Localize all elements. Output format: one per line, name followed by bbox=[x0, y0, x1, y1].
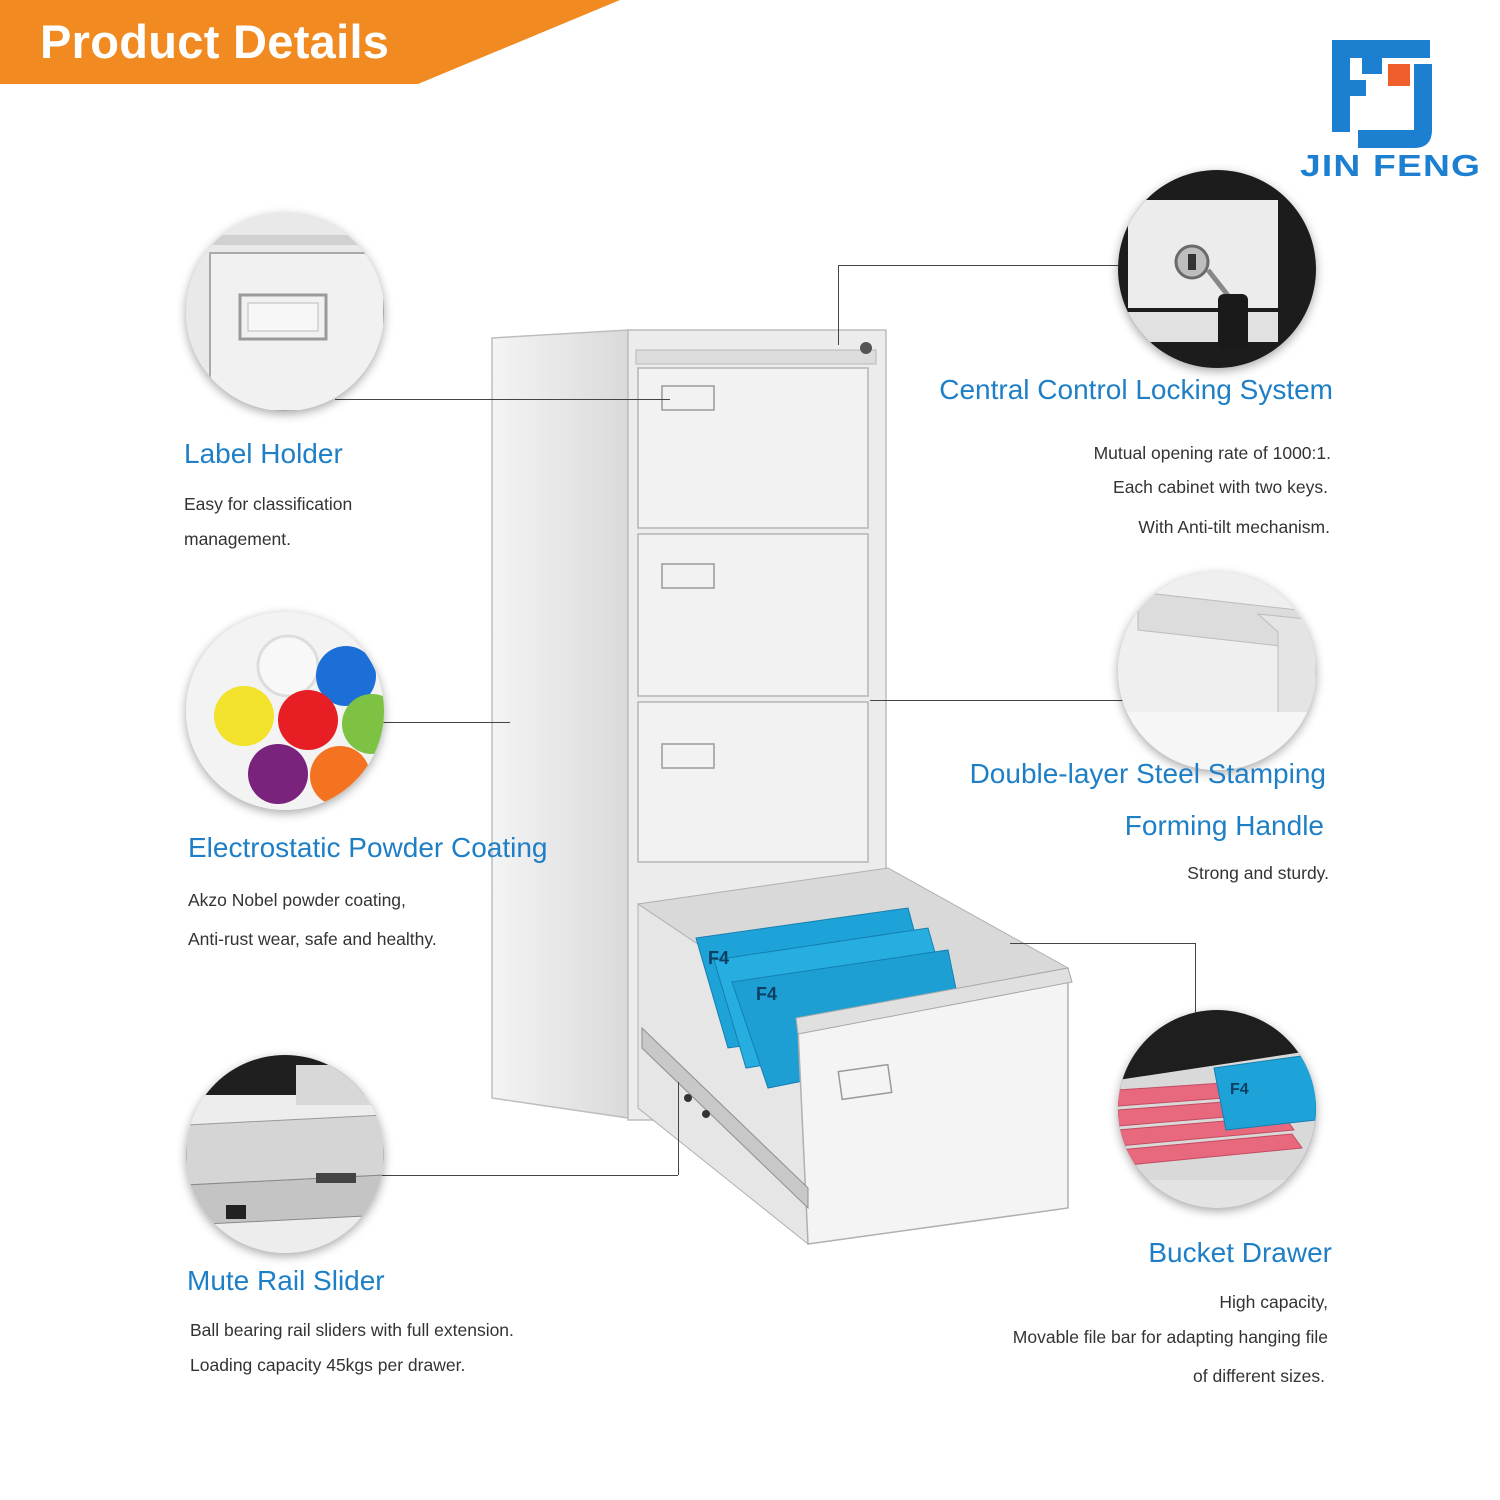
rail-slider-closeup-icon bbox=[186, 1055, 384, 1253]
bucket-drawer-closeup-icon: F4 bbox=[1118, 1010, 1316, 1208]
connector-line bbox=[1195, 943, 1196, 1018]
powder-coating-desc: Anti-rust wear, safe and healthy. bbox=[188, 929, 437, 949]
locking-system-title: Central Control Locking System bbox=[939, 374, 1333, 405]
folder-label: F4 bbox=[708, 948, 729, 968]
label-holder-desc: management. bbox=[184, 529, 292, 549]
label-holder-title: Label Holder bbox=[184, 438, 343, 469]
powder-coating-title: Electrostatic Powder Coating bbox=[188, 832, 548, 863]
connector-line bbox=[335, 399, 670, 400]
connector-line bbox=[838, 265, 1122, 266]
rail-slider-title: Mute Rail Slider bbox=[187, 1265, 385, 1296]
filing-cabinet-image: F4 F4 bbox=[491, 329, 1073, 1246]
bucket-drawer-desc: High capacity, bbox=[1219, 1292, 1328, 1312]
label-holder-desc: Easy for classification bbox=[184, 494, 353, 514]
rail-slider-desc: Ball bearing rail sliders with full exte… bbox=[190, 1320, 514, 1340]
bucket-drawer-title: Bucket Drawer bbox=[1148, 1237, 1332, 1268]
connector-line bbox=[1010, 943, 1195, 944]
connector-line bbox=[678, 1082, 679, 1175]
folder-label: F4 bbox=[756, 984, 777, 1004]
folder-label: F4 bbox=[1230, 1081, 1249, 1098]
product-details-banner bbox=[0, 0, 620, 84]
powder-coating-desc: Akzo Nobel powder coating, bbox=[188, 890, 406, 910]
locking-system-desc: With Anti-tilt mechanism. bbox=[1138, 517, 1330, 537]
bucket-drawer-desc: Movable file bar for adapting hanging fi… bbox=[1012, 1327, 1328, 1347]
label-holder-closeup-icon bbox=[186, 213, 384, 411]
handle-desc: Strong and sturdy. bbox=[1187, 863, 1329, 883]
powder-coating-closeup-icon bbox=[186, 612, 384, 810]
brand-logo-text: JIN FENG bbox=[1300, 148, 1482, 183]
locking-system-desc: Mutual opening rate of 1000:1. bbox=[1093, 443, 1331, 463]
lock-key-closeup-icon bbox=[1118, 170, 1316, 368]
banner-title: Product Details bbox=[40, 15, 390, 68]
handle-title: Forming Handle bbox=[1124, 810, 1324, 841]
connector-line bbox=[380, 1175, 678, 1176]
handle-closeup-icon bbox=[1118, 572, 1316, 770]
handle-title: Double-layer Steel Stamping bbox=[969, 758, 1326, 789]
bucket-drawer-desc: of different sizes. bbox=[1193, 1366, 1325, 1386]
jin-feng-logo-icon bbox=[1332, 40, 1432, 148]
locking-system-desc: Each cabinet with two keys. bbox=[1113, 477, 1328, 497]
connector-line bbox=[380, 722, 510, 723]
rail-slider-desc: Loading capacity 45kgs per drawer. bbox=[190, 1355, 466, 1375]
connector-line bbox=[870, 700, 1125, 701]
connector-line bbox=[838, 265, 839, 345]
